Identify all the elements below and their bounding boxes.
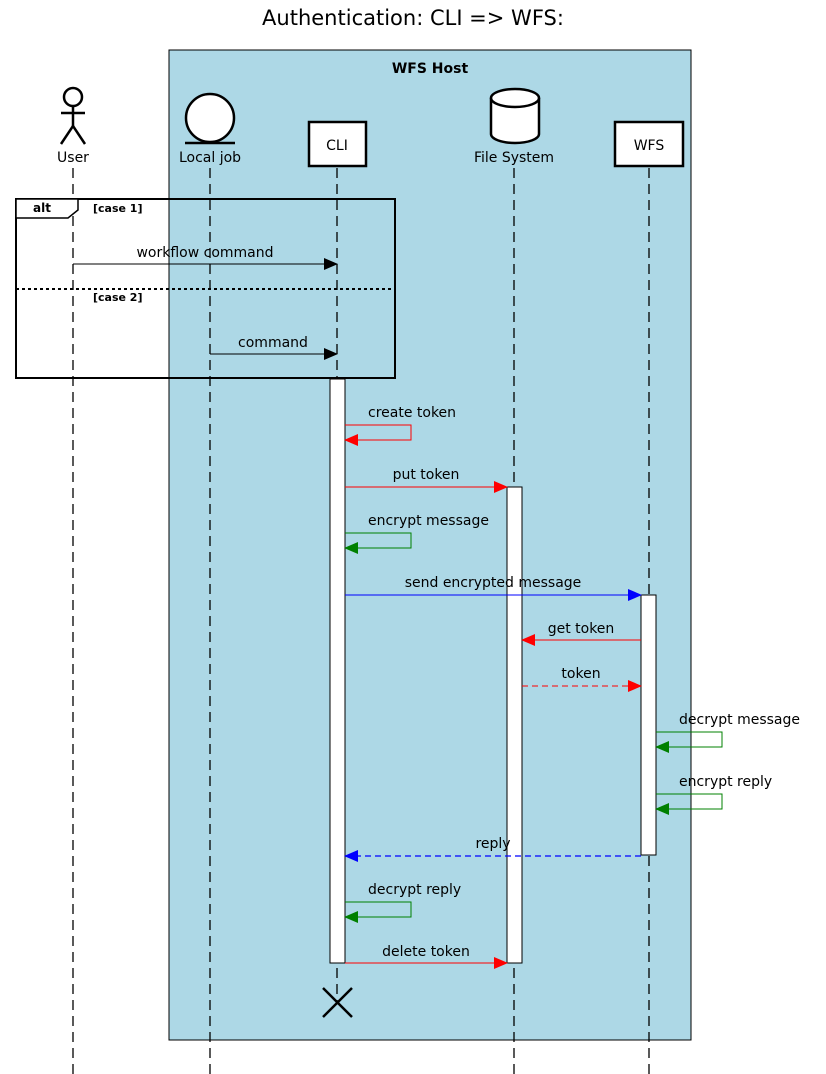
- alt-case2-guard: [case 2]: [93, 291, 143, 304]
- msg-delete-token-label: delete token: [382, 944, 470, 960]
- msg-command-label: command: [238, 335, 308, 351]
- local-job-label: Local job: [179, 150, 241, 166]
- msg-workflow-command-label: workflow command: [136, 245, 273, 261]
- msg-decrypt-message-label: decrypt message: [679, 712, 800, 728]
- user-label: User: [57, 150, 89, 166]
- msg-reply-label: reply: [475, 836, 510, 852]
- msg-encrypt-reply-label: encrypt reply: [679, 774, 772, 790]
- msg-decrypt-message-arrow: [655, 731, 723, 753]
- msg-create-token-label: create token: [368, 405, 456, 421]
- msg-decrypt-reply-label: decrypt reply: [368, 882, 461, 898]
- local-job-entity-icon: [184, 92, 236, 145]
- msg-send-encrypted-message-label: send encrypted message: [405, 575, 582, 591]
- alt-frame-tag-box: [15, 198, 79, 219]
- file-system-activation-bar: [506, 486, 523, 964]
- file-system-database-icon: [489, 87, 541, 145]
- alt-frame-tag: alt: [33, 201, 51, 215]
- msg-create-token-arrow: [344, 424, 412, 446]
- alt-case1-guard: [case 1]: [93, 202, 143, 215]
- msg-encrypt-reply-arrow: [655, 793, 723, 815]
- msg-encrypt-message-arrow: [344, 532, 412, 554]
- msg-encrypt-message-label: encrypt message: [368, 513, 489, 529]
- msg-put-token-label: put token: [393, 467, 460, 483]
- file-system-label: File System: [474, 150, 554, 166]
- cli-activation-bar: [329, 378, 346, 964]
- wfs-host-box: [168, 49, 692, 1041]
- wfs-label: WFS: [634, 138, 665, 154]
- cli-participant-box: [307, 120, 368, 168]
- wfs-participant-box: [613, 120, 685, 168]
- cli-label: CLI: [326, 138, 348, 154]
- wfs-activation-bar: [640, 594, 657, 856]
- msg-get-token-label: get token: [548, 621, 615, 637]
- msg-decrypt-reply-arrow: [344, 901, 412, 923]
- msg-token-label: token: [561, 666, 600, 682]
- user-actor-icon: [59, 86, 87, 145]
- diagram-title: Authentication: CLI => WFS:: [262, 6, 564, 30]
- wfs-host-label: WFS Host: [392, 61, 469, 77]
- cli-destroy-icon: [322, 987, 353, 1018]
